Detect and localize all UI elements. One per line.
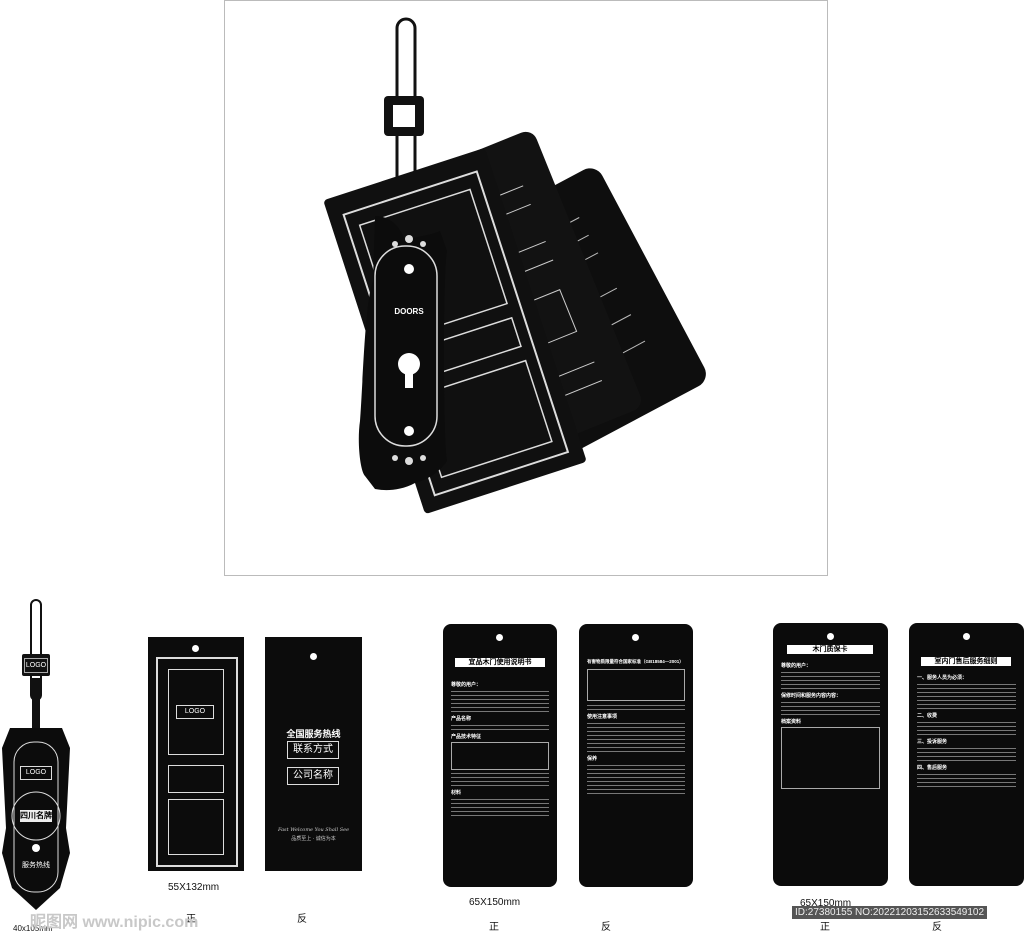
warranty-tag-back-label: 反	[932, 922, 942, 933]
warranty-front-hole	[827, 633, 834, 640]
door-tag-contact: 联系方式	[287, 741, 339, 759]
manual-back-hole	[632, 634, 639, 641]
manual-tag-back-label: 反	[601, 922, 611, 933]
manual-material: 材料	[451, 790, 462, 796]
warranty-back-hole	[963, 633, 970, 640]
manual-tag-back: 有害物质限量符合国家标准（GB18584—2001） 使用注意事项 保养	[579, 624, 693, 887]
warranty-tag-front-label: 正	[820, 922, 830, 933]
manual-front-title: 宜品木门使用说明书	[455, 658, 545, 667]
warranty-dear-users: 尊敬的用户：	[781, 663, 812, 669]
manual-precautions: 使用注意事项	[587, 714, 618, 720]
tag-bundle-illustration: DOORS	[324, 17, 706, 514]
watermark-id: ID:27380155 NO:20221203152633549102	[792, 906, 988, 919]
hanger-hotline: 服务热线	[22, 862, 50, 869]
door-tag-back: 全国服务热线 联系方式 公司名称 Fast Welcome You Shall …	[265, 637, 362, 871]
door-tag-back-label: 反	[297, 914, 307, 925]
warranty-receipt: 档案资料	[781, 719, 802, 725]
manual-maintenance: 保养	[587, 756, 598, 762]
warranty-tag-back: 室内门售后服务细则 一、服务人员为必须： 二、收费 三、投诉服务 四、售后服务	[909, 623, 1024, 886]
warranty-section1: 一、服务人员为必须：	[917, 675, 968, 681]
door-tag-size: 55X132mm	[168, 882, 220, 893]
warranty-tag-front: 木门质保卡 尊敬的用户： 保修时间和服务内容内容： 档案资料	[773, 623, 888, 886]
door-tag-front: LOGO	[148, 637, 244, 871]
manual-tech-features: 产品技术特征	[451, 734, 482, 740]
door-tag-logo: LOGO	[176, 705, 214, 719]
manual-front-hole	[496, 634, 503, 641]
door-tag-front-hole	[192, 645, 199, 652]
warranty-back-title: 室内门售后服务细则	[921, 657, 1011, 666]
hanger-logo-top: LOGO	[24, 658, 48, 673]
hanger-size-caption: 40x105mm	[13, 924, 53, 933]
hanger-tag: LOGO LOGO 四川名牌 服务热线 40x105mm	[0, 598, 80, 933]
manual-standard: 有害物质限量符合国家标准（GB18584—2001）	[587, 659, 684, 664]
warranty-section3: 三、投诉服务	[917, 739, 948, 745]
warranty-section4: 四、售后服务	[917, 765, 948, 771]
warranty-period: 保修时间和服务内容内容：	[781, 693, 842, 699]
door-tag-hotline: 全国服务热线	[286, 729, 341, 739]
hanger-logo-body: LOGO	[20, 766, 52, 780]
warranty-front-title: 木门质保卡	[787, 645, 873, 654]
manual-tag-front: 宜品木门使用说明书 尊敬的用户： 产品名称 产品技术特征 材料	[443, 624, 557, 887]
manual-tag-front-label: 正	[489, 922, 499, 933]
door-card-brand-text: DOORS	[394, 307, 424, 316]
manual-product-name: 产品名称	[451, 716, 472, 722]
warranty-section2: 二、收费	[917, 713, 938, 719]
manual-tag-size: 65X150mm	[469, 897, 521, 908]
manual-dear-users: 尊敬的用户：	[451, 682, 482, 688]
watermark-site: 昵图网 www.nipic.com	[30, 914, 199, 931]
warranty-tag-size: 65X150mm	[800, 898, 852, 909]
preview-panel: DOORS	[224, 0, 828, 576]
door-tag-script: Fast Welcome You Shall See	[277, 827, 350, 833]
hanger-tag-shape	[2, 599, 70, 910]
door-tag-back-hole	[310, 653, 317, 660]
hanger-badge: 四川名牌	[20, 810, 52, 822]
door-tag-company: 公司名称	[287, 767, 339, 785]
door-tag-front-label: 正	[186, 914, 196, 925]
door-tag-slogan: 品质至上 · 诚信为本	[291, 836, 336, 842]
